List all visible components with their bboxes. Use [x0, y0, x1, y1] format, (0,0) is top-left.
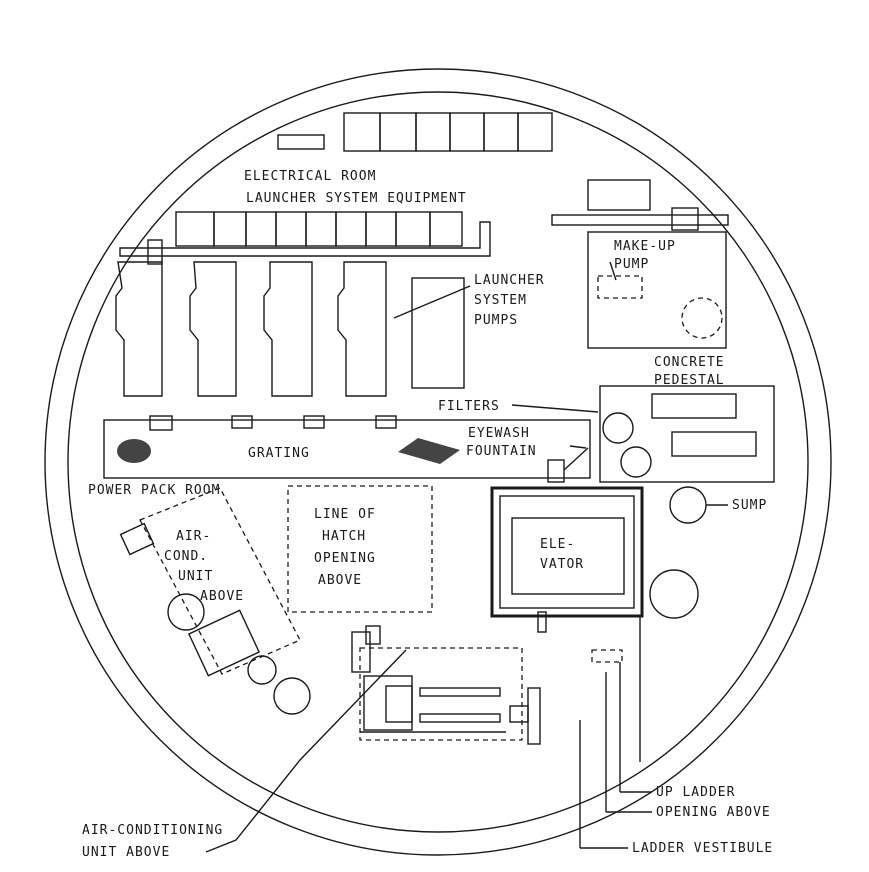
grating-label: GRATING [248, 446, 310, 461]
filter-2 [620, 446, 652, 478]
elevator-shaft [490, 486, 644, 618]
grating [103, 419, 591, 479]
opening-above-label: OPENING ABOVE [656, 805, 771, 820]
elevator-label-2: VATOR [540, 557, 584, 572]
filters-label: FILTERS [438, 399, 500, 414]
hatch-label-1: LINE OF [314, 507, 376, 522]
eyewash-label-2: FOUNTAIN [466, 444, 537, 459]
air-cond-label-3: UNIT [178, 569, 213, 584]
eyewash-label-1: EYEWASH [468, 426, 530, 441]
electrical-cabinets [277, 112, 553, 152]
launcher-pumps-label-3: PUMPS [474, 313, 518, 328]
concrete-pedestal [599, 385, 775, 483]
elevator-car [511, 517, 625, 595]
tank-right [649, 569, 699, 619]
hatch-opening [287, 485, 433, 613]
make-up-pump-area [587, 231, 727, 349]
grating-hatch [117, 438, 460, 464]
air-conditioning-label-1: AIR-CONDITIONING [82, 823, 223, 838]
hatch-label-2: HATCH [322, 529, 366, 544]
filter-1 [602, 412, 634, 444]
air-conditioning-label-2: UNIT ABOVE [82, 845, 170, 860]
air-cond-outline [139, 487, 301, 675]
air-cond-label-4: ABOVE [200, 589, 244, 604]
sump [669, 486, 707, 524]
launcher-pumps-label-2: SYSTEM [474, 293, 527, 308]
concrete-label-1: CONCRETE [654, 355, 725, 370]
electrical-room-label: ELECTRICAL ROOM [244, 169, 376, 184]
launcher-pumps [115, 261, 465, 397]
air-conditioning-unit [351, 625, 541, 745]
power-pack-room-label: POWER PACK ROOM [88, 483, 220, 498]
ladder-vestibule-label: LADDER VESTIBULE [632, 841, 773, 856]
hatch-label-3: OPENING [314, 551, 376, 566]
elevator-label-1: ELE- [540, 537, 575, 552]
up-ladder-label: UP LADDER [656, 785, 735, 800]
inner-wall [67, 91, 809, 833]
concrete-label-2: PEDESTAL [654, 373, 725, 388]
make-up-pump-label-2: PUMP [614, 257, 649, 272]
make-up-pump-label-1: MAKE-UP [614, 239, 676, 254]
launcher-equipment-label: LAUNCHER SYSTEM EQUIPMENT [246, 191, 467, 206]
air-cond-label-2: COND. [164, 549, 208, 564]
hatch-label-4: ABOVE [318, 573, 362, 588]
sump-label: SUMP [732, 498, 767, 513]
outer-wall [44, 68, 832, 856]
ladder [579, 649, 623, 848]
pipe-rail [119, 221, 491, 257]
air-cond-label-1: AIR- [176, 529, 211, 544]
launcher-equipment-cabinets [175, 211, 463, 247]
launcher-pumps-label-1: LAUNCHER [474, 273, 545, 288]
make-up-pump-unit [587, 179, 651, 211]
